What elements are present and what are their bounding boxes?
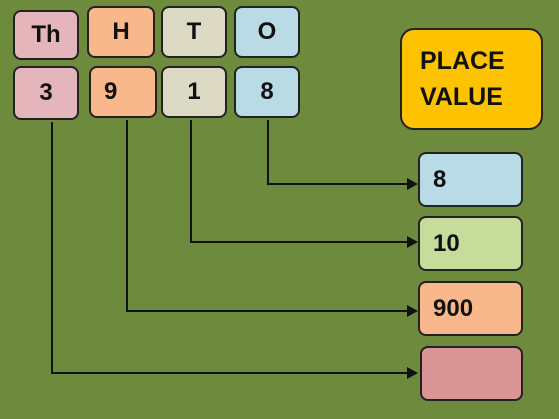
arrow-tens (190, 120, 410, 243)
place-value-title-line1: PLACE (420, 47, 505, 75)
arrowhead-tens (407, 236, 418, 248)
digit-ones: 8 (234, 66, 300, 118)
arrowhead-ones (407, 178, 418, 190)
result-hundreds: 900 (418, 281, 523, 336)
place-value-title: PLACE VALUE (400, 28, 543, 130)
header-tens: T (161, 6, 227, 58)
header-hundreds: H (87, 6, 155, 58)
arrowhead-thousands (407, 367, 418, 379)
header-ones: O (234, 6, 300, 58)
arrowhead-hundreds (407, 305, 418, 317)
header-thousands: Th (13, 10, 79, 60)
digit-tens: 1 (161, 66, 227, 118)
arrow-ones (267, 120, 410, 185)
place-value-title-line2: VALUE (420, 83, 503, 111)
digit-hundreds: 9 (89, 66, 157, 118)
result-thousands (420, 346, 523, 401)
result-ones: 8 (418, 152, 523, 207)
digit-thousands: 3 (13, 66, 79, 120)
result-tens: 10 (418, 216, 523, 271)
arrow-hundreds (126, 120, 410, 312)
arrow-thousands (51, 122, 410, 374)
